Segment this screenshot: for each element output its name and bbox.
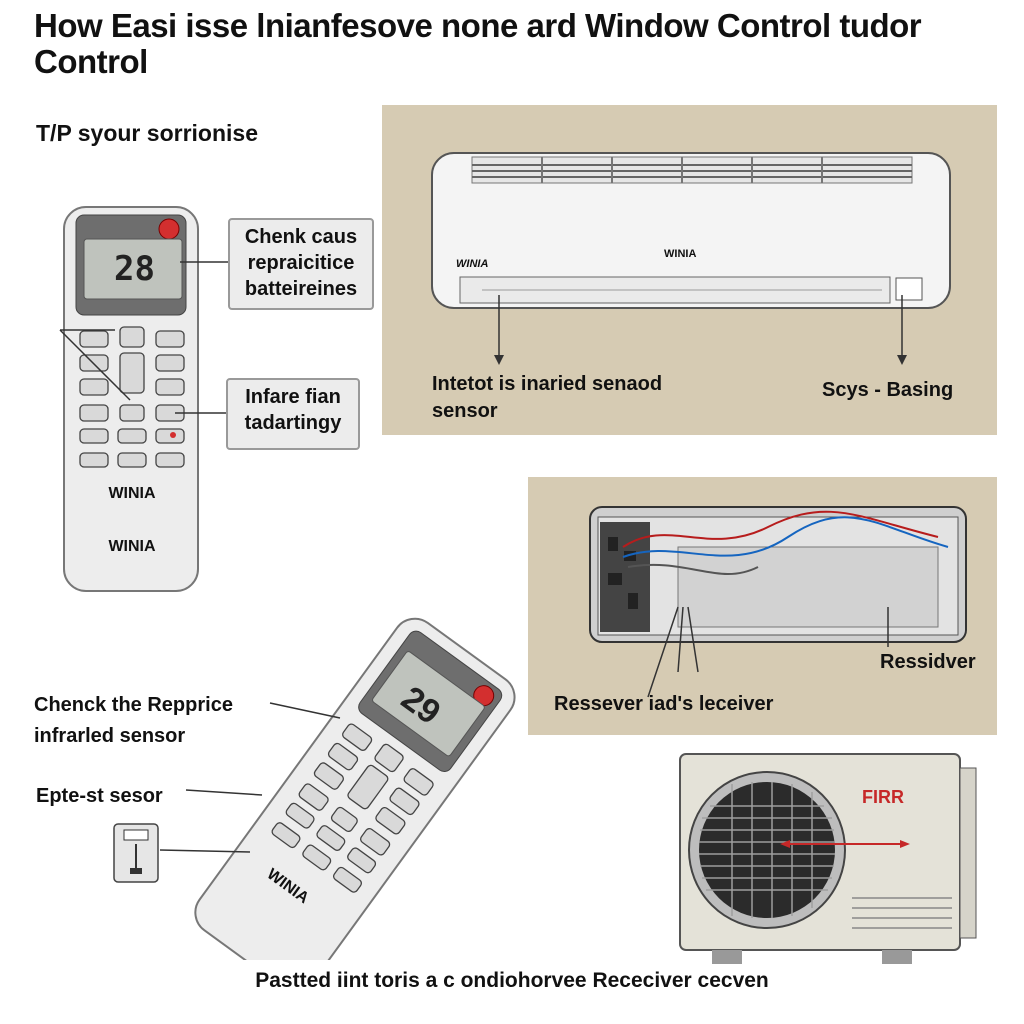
remote-top-brand-1: WINIA (108, 485, 156, 502)
sensor-device-icon (113, 823, 159, 883)
remote-top-brand-2: WINIA (108, 538, 156, 555)
indoor-right-label: Scys - Basing (822, 379, 954, 401)
page-subtitle: T/P syour sorrionise (36, 120, 258, 146)
indoor-sensor-label: Intetot is inaried senaod sensor (432, 373, 663, 422)
indoor-unit-panel: WINIA WINIA Intetot is inaried senaod se… (382, 105, 997, 435)
check-sensor-label: Chenck the Repprice infrarled sensor (34, 694, 233, 747)
outdoor-unit: FIRR (679, 753, 977, 964)
brand-logo-left: WINIA (456, 258, 489, 270)
remote-bottom-connectors (159, 702, 341, 853)
footer-caption: Pastted iint toris a c ondiohorvee Recec… (255, 969, 769, 992)
internal-receiver-label: Ressidver (880, 651, 976, 673)
internal-circuit-illustration (589, 506, 967, 698)
callout-infrared: Infare fian tadartingy (226, 378, 360, 450)
internal-bottom-label: Ressever iad's leceiver (554, 693, 774, 715)
test-sensor-label: Epte-st sesor (36, 785, 163, 807)
internal-panel: Ressidver Ressever iad's leceiver (528, 477, 997, 735)
remote-top-display: 28 (114, 249, 155, 289)
remote-top-connectors (59, 261, 228, 414)
outdoor-badge: FIRR (862, 787, 904, 807)
callout-battery: Chenk caus repraicitice batteireines (228, 218, 374, 310)
indoor-unit-illustration (431, 152, 951, 365)
remote-bottom: 29 WINIA (194, 617, 516, 960)
remote-top: 28 WINIA WINIA (62, 205, 202, 595)
brand-logo-center: WINIA (664, 248, 697, 260)
page-title: How Easi isse lnianfesove none ard Windo… (34, 7, 922, 81)
